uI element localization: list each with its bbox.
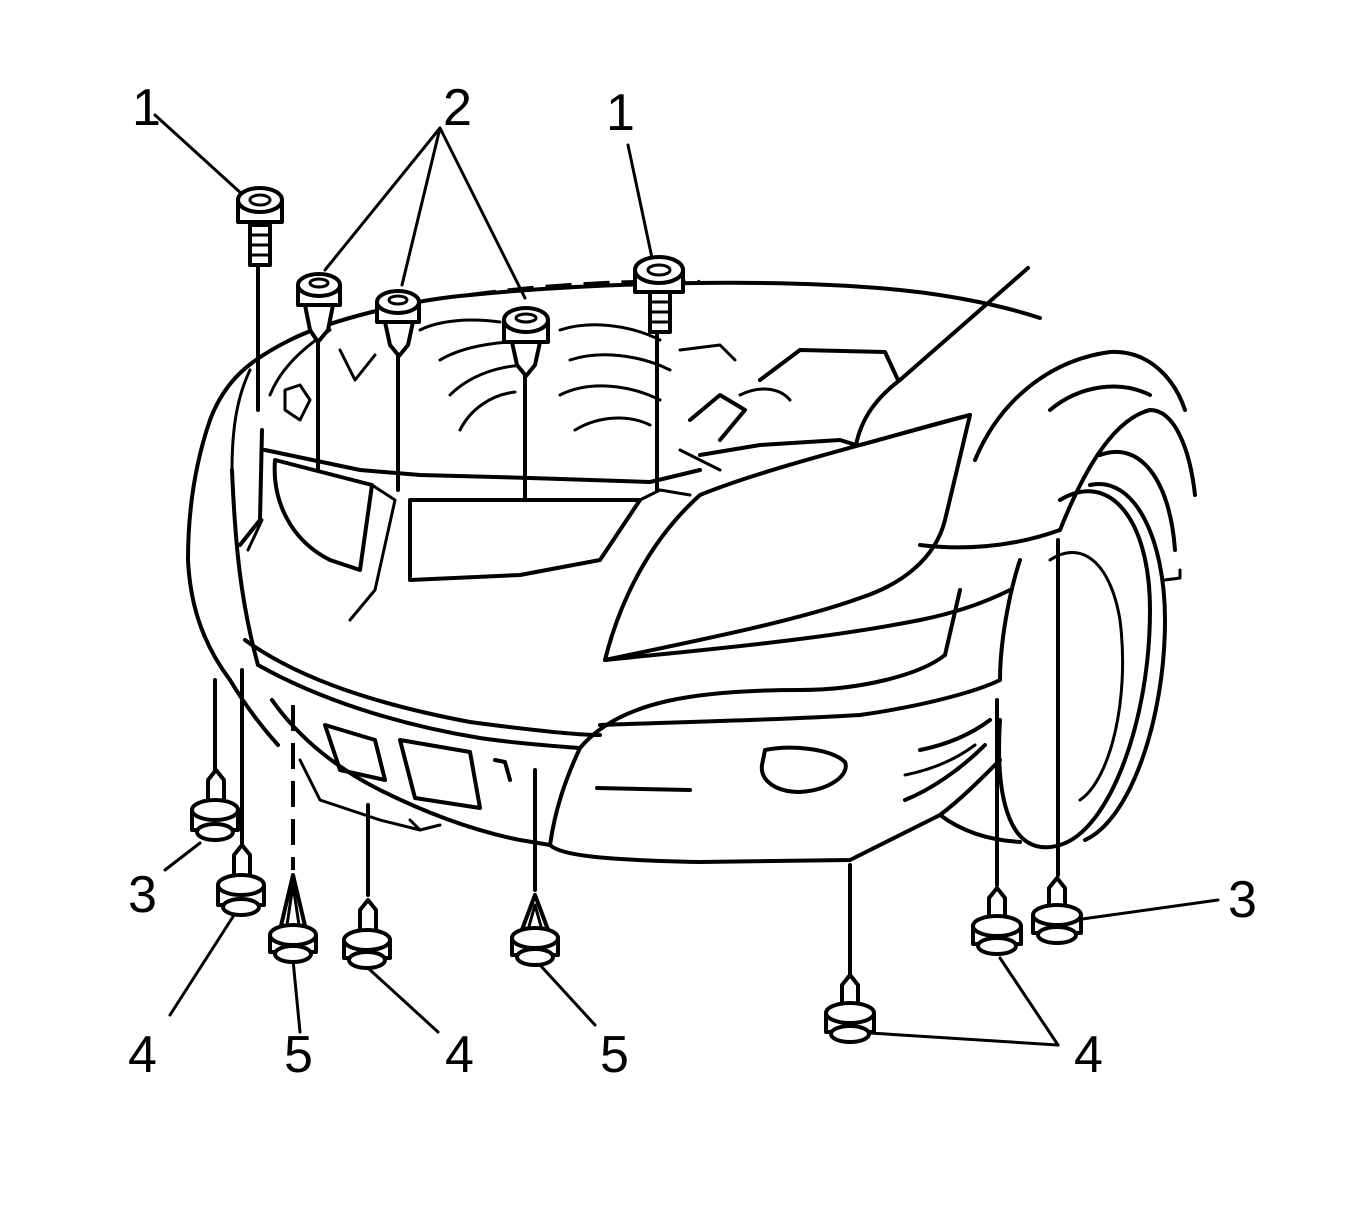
car-front-illustration bbox=[186, 266, 1197, 864]
bolt-1-left bbox=[236, 186, 284, 267]
clip-5-b bbox=[510, 893, 560, 967]
bolt-3-right bbox=[1031, 876, 1083, 945]
callout-4-b: 4 bbox=[445, 1026, 474, 1084]
bolt-4-c bbox=[824, 973, 876, 1044]
callout-5-b: 5 bbox=[600, 1026, 629, 1084]
callout-2: 2 bbox=[443, 79, 472, 137]
push-pin-2-b bbox=[375, 289, 421, 358]
clip-5-a bbox=[268, 873, 318, 964]
bolt-4-a bbox=[216, 843, 266, 917]
callout-labels: 1 2 1 3 4 5 4 5 4 3 bbox=[128, 79, 1257, 1084]
leader-lines bbox=[153, 113, 1220, 1047]
callout-1-right: 1 bbox=[606, 84, 635, 142]
push-pin-2-c bbox=[502, 306, 550, 378]
callout-1-left: 1 bbox=[132, 79, 161, 137]
installation-paths bbox=[213, 263, 1060, 977]
push-pin-2-a bbox=[296, 272, 342, 344]
callout-4-right: 4 bbox=[1074, 1026, 1103, 1084]
bolt-4-b bbox=[342, 898, 392, 970]
callout-5-a: 5 bbox=[284, 1026, 313, 1084]
callout-3-right: 3 bbox=[1228, 871, 1257, 929]
bolt-3-left bbox=[190, 768, 240, 842]
callout-4-a: 4 bbox=[128, 1026, 157, 1084]
bolt-4-d bbox=[971, 886, 1023, 956]
fasteners bbox=[190, 186, 1083, 1044]
callout-3-left: 3 bbox=[128, 866, 157, 924]
bolt-1-right bbox=[633, 255, 685, 334]
